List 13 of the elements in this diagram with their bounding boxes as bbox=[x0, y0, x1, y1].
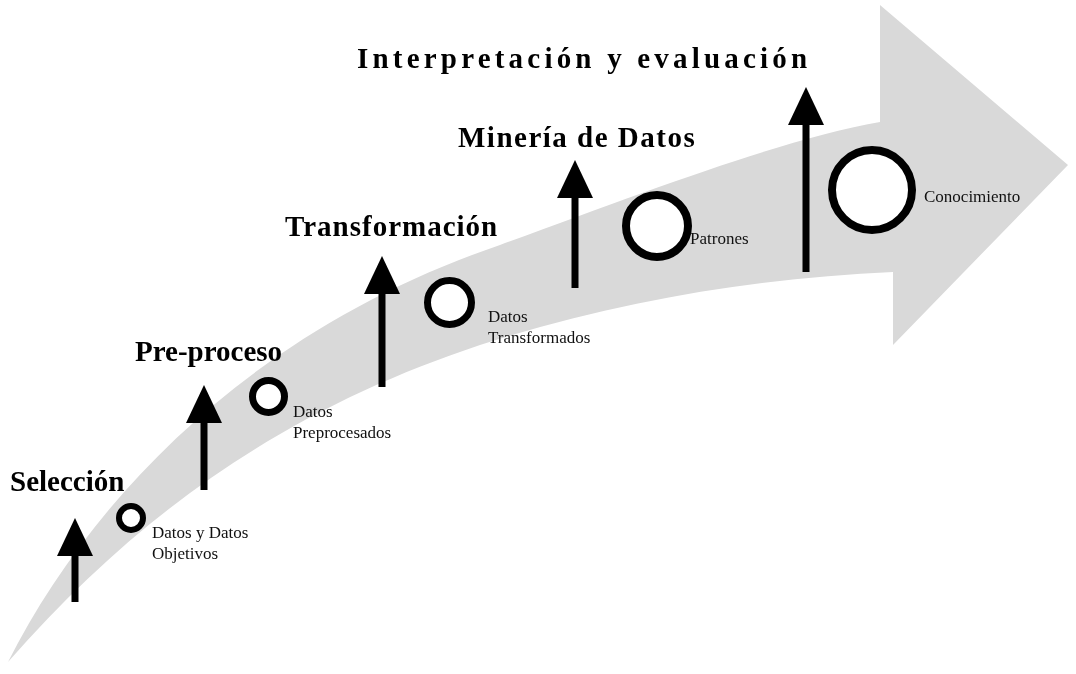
data-label: Datos Transformados bbox=[488, 306, 592, 348]
data-label: Conocimiento bbox=[924, 186, 1022, 207]
step-title: Interpretación y evaluación bbox=[357, 43, 812, 86]
step-title: Minería de Datos bbox=[458, 122, 697, 159]
step-title: Transformación bbox=[285, 211, 499, 255]
data-label: Patrones bbox=[690, 228, 750, 249]
data-label: Datos y Datos Objetivos bbox=[152, 522, 250, 564]
data-circle bbox=[422, 275, 476, 329]
data-circle bbox=[115, 502, 147, 534]
data-label: Datos Preprocesados bbox=[293, 401, 393, 443]
data-circle bbox=[247, 375, 289, 417]
step-title: Selección bbox=[10, 466, 125, 517]
step-title: Pre-proceso bbox=[135, 336, 283, 384]
